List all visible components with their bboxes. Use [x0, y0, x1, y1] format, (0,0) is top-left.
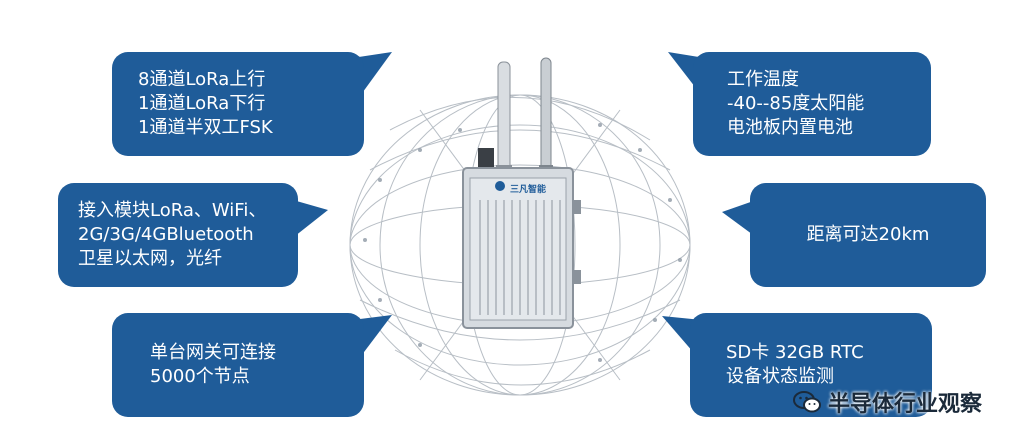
bubble-line: 距离可达20km	[806, 224, 930, 245]
bubble-range: 距离可达20km	[750, 183, 986, 287]
watermark-text: 半导体行业观察	[828, 392, 983, 417]
wechat-icon	[793, 391, 821, 413]
bubble-line: 5000个节点	[150, 366, 250, 387]
bubble-line: 8通道LoRa上行	[138, 69, 266, 90]
bubble-lora-channels: 8通道LoRa上行 1通道LoRa下行 1通道半双工FSK	[112, 52, 364, 156]
bubble-access-modules: 接入模块LoRa、WiFi、 2G/3G/4GBluetooth 卫星以太网，光…	[58, 183, 298, 287]
bubble-node-capacity: 单台网关可连接 5000个节点	[112, 313, 364, 417]
bubble-line: 1通道半双工FSK	[138, 117, 273, 138]
bubble-line: 电池板内置电池	[727, 117, 853, 138]
bubble-line: -40--85度太阳能	[727, 93, 865, 114]
watermark: 半导体行业观察	[792, 386, 982, 418]
device-brand-label: 三凡智能	[510, 185, 547, 195]
gateway-enclosure	[462, 167, 581, 329]
bubble-line: 接入模块LoRa、WiFi、	[78, 200, 267, 221]
bubble-line: 单台网关可连接	[150, 342, 276, 363]
bubble-line: 工作温度	[727, 69, 799, 90]
bubble-line: 卫星以太网，光纤	[78, 248, 222, 269]
bubble-line: 设备状态监测	[726, 366, 834, 387]
bubble-line: 2G/3G/4GBluetooth	[78, 224, 254, 245]
bubble-line: 1通道LoRa下行	[138, 93, 266, 114]
bubble-line: SD卡 32GB RTC	[726, 342, 864, 363]
bubble-operating-temperature: 工作温度 -40--85度太阳能 电池板内置电池	[693, 52, 931, 156]
